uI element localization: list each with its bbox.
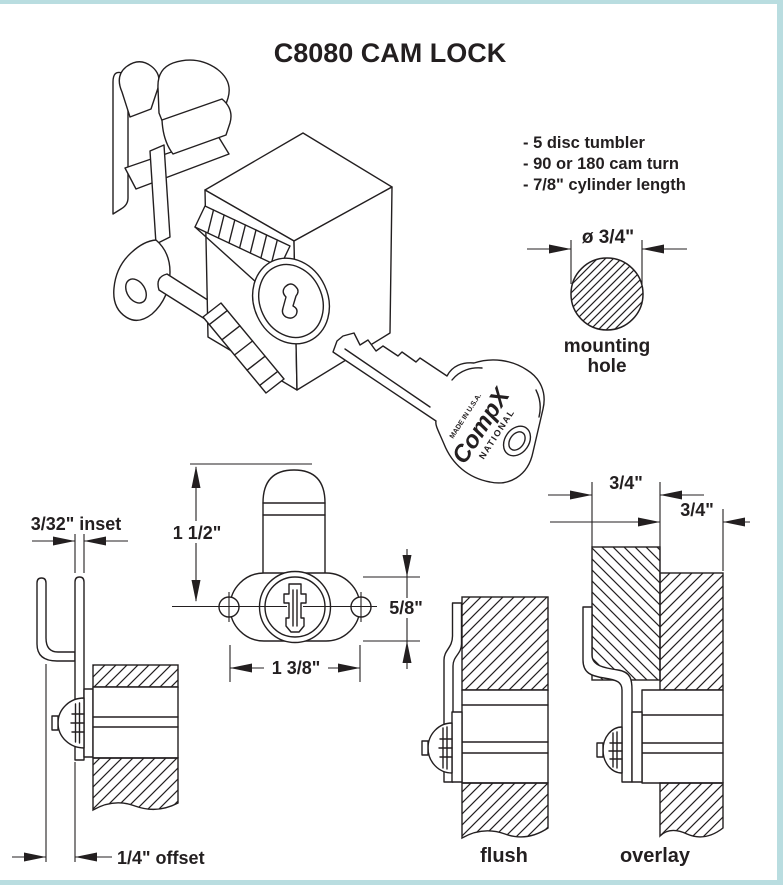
cam-post <box>262 469 326 576</box>
flush-panel-bottom <box>461 782 549 840</box>
flush-flange <box>451 711 463 783</box>
overlay-back-panel-bottom <box>659 782 724 838</box>
page-title: C8080 CAM LOCK <box>274 38 507 68</box>
overlay-mount-view: 3/4" 3/4" overlay <box>548 473 750 867</box>
cylinder-body-side <box>92 686 179 759</box>
flush-panel-top <box>461 596 549 691</box>
mounting-hole-label-2: hole <box>587 356 626 377</box>
overlay-back-panel-top <box>659 572 724 691</box>
barrel-knurl-bottom-ticks <box>208 309 279 387</box>
overlay-extension-lines-1 <box>591 482 661 573</box>
cylinder-lines <box>92 716 179 728</box>
key-hole-inner <box>508 431 526 451</box>
arrowhead <box>191 466 201 488</box>
arrowhead <box>723 517 745 527</box>
cam-paddle-hole <box>125 278 147 304</box>
overlay-keyway-tip <box>596 742 604 758</box>
feature-list: - 5 disc tumbler - 90 or 180 cam turn - … <box>523 134 686 194</box>
cam-arm <box>149 144 171 245</box>
back-panel-dim: 3/4" <box>680 500 714 520</box>
border-right <box>777 0 783 885</box>
cam-back-plate <box>112 71 129 215</box>
extension-lines <box>229 645 361 682</box>
flush-bezel-knurl <box>438 726 453 770</box>
flush-cylinder-lines <box>461 704 549 754</box>
panel-section-top <box>92 664 179 688</box>
barrel-silhouette <box>194 226 258 284</box>
cam-paddle <box>113 239 171 322</box>
offset-extension-lines <box>45 664 76 862</box>
feature-line-3: - 7/8" cylinder length <box>523 176 686 194</box>
cam-hook-lower-lobe <box>161 98 232 155</box>
key-bow-inner-line <box>451 367 541 418</box>
panel-section-bottom <box>92 757 179 812</box>
dim-text-mask <box>384 598 428 618</box>
border-bottom <box>0 880 783 885</box>
extension-lines <box>363 576 420 642</box>
key-blade-groove <box>344 348 431 408</box>
dim-text-mask <box>264 658 328 678</box>
border-top <box>0 0 783 4</box>
front-panel-dim: 3/4" <box>609 473 643 493</box>
key-drawing: MADE IN U.S.A. CompX NATIONAL <box>332 332 545 484</box>
keyway <box>281 283 299 319</box>
dim-text-mask <box>34 514 120 534</box>
mounting-hole-detail: ø 3/4" mounting hole <box>527 227 687 377</box>
arrowhead <box>660 490 682 500</box>
overlay-cylinder <box>641 689 724 784</box>
overlay-bezel-knurl <box>608 731 623 769</box>
flange-width-dim: 1 3/8" <box>272 658 321 678</box>
flush-cylinder <box>461 689 549 784</box>
dim-text-mask <box>166 521 228 543</box>
arrowhead <box>570 490 592 500</box>
mounting-hole-dimension: ø 3/4" <box>582 227 634 248</box>
overlay-front-panel <box>591 546 661 681</box>
overlay-cylinder-lines <box>641 714 724 754</box>
arrowhead <box>549 244 571 254</box>
feature-line-2: - 90 or 180 cam turn <box>523 155 679 173</box>
side-view-inset-offset: 3/32" inset 1/4" offset <box>12 514 205 868</box>
cam-post-grooves <box>262 502 326 516</box>
arrowhead <box>402 641 412 663</box>
inset-extension-lines <box>74 532 85 573</box>
keyway-tip <box>51 715 59 731</box>
hole-center-marks <box>228 592 362 622</box>
arrowhead <box>191 580 201 602</box>
arrowhead <box>338 663 360 673</box>
arrowhead <box>75 852 97 862</box>
flush-keyway-tip <box>421 740 429 756</box>
inset-dim: 3/32" inset <box>31 514 122 534</box>
offset-dim: 1/4" offset <box>117 848 205 868</box>
overlay-flange <box>631 711 643 783</box>
arrowhead <box>638 517 660 527</box>
key-outline <box>332 332 545 484</box>
arrowhead <box>402 555 412 577</box>
cam-hook-side <box>36 577 76 662</box>
arrowhead <box>642 244 664 254</box>
flush-label: flush <box>480 845 528 867</box>
flange-side <box>83 688 94 758</box>
arrowhead <box>24 852 46 862</box>
arrowhead <box>53 536 75 546</box>
flange-height-dim: 5/8" <box>389 598 423 618</box>
cylinder-height-dim: 1 1/2" <box>173 523 222 543</box>
bezel-knurl-marks <box>70 702 85 744</box>
keyway-detail-lines <box>292 589 298 627</box>
mounting-hole-circle <box>570 257 644 331</box>
barrel-knurl-top-ticks <box>207 209 278 264</box>
mounting-hole-label-1: mounting <box>564 336 651 357</box>
isometric-lock-drawing <box>112 59 393 394</box>
front-view: 1 1/2" 5/8" 1 3/8" <box>166 463 428 682</box>
arrowhead <box>84 536 106 546</box>
feature-line-1: - 5 disc tumbler <box>523 134 646 152</box>
keyway-front <box>283 583 307 633</box>
flush-mount-view: flush <box>421 596 549 867</box>
mounting-hole-extension-lines <box>570 240 643 284</box>
overlay-label: overlay <box>620 845 691 867</box>
arrowhead <box>230 663 252 673</box>
